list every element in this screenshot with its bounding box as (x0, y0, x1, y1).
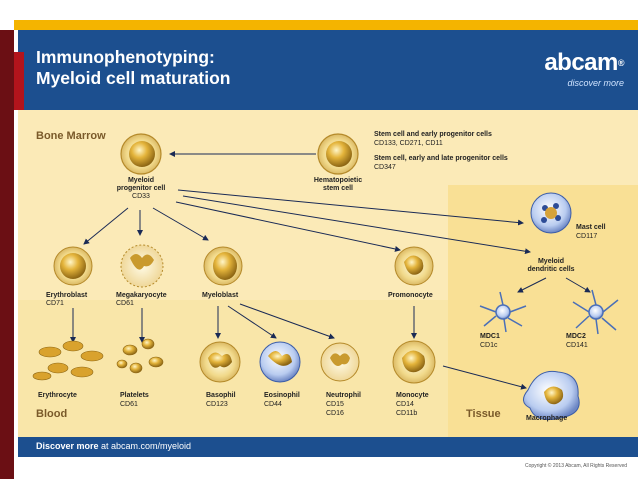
neutrophil-marker-1: CD15 (326, 401, 344, 408)
mast-cell-icon (530, 192, 572, 234)
diagram-footer: Discover more at abcam.com/myeloid (18, 437, 638, 457)
mdc1-name: MDC1 (480, 333, 500, 340)
stem-markers-values-2: CD347 (374, 164, 396, 171)
brand-tagline: discover more (567, 78, 624, 88)
arrow-progenitor-to-erythroblast (83, 207, 129, 245)
eosinophil-marker: CD44 (264, 401, 282, 408)
arrow-progenitor-to-dendritic (182, 195, 531, 255)
maturation-arrows (70, 151, 591, 390)
mdc2-icon (572, 289, 619, 335)
arrow-myeloblast-to-eosinophil (227, 305, 277, 339)
region-label-bone-marrow: Bone Marrow (36, 130, 106, 142)
abcam-logo: abcam® (544, 50, 624, 76)
progenitor-marker: CD33 (132, 193, 150, 200)
promonocyte-icon (394, 246, 434, 286)
monocyte-icon (392, 340, 436, 384)
eosinophil-name: Eosinophil (264, 392, 300, 399)
diagram-header: Immunophenotyping: Myeloid cell maturati… (18, 30, 638, 110)
arrow-progenitor-to-myeloblast (152, 207, 209, 241)
mast-cell-marker: CD117 (576, 233, 598, 240)
erythrocyte-icon (32, 340, 104, 381)
brand-registered-mark: ® (617, 58, 625, 68)
dc-name-line-1: Myeloid (537, 258, 565, 265)
myeloid-progenitor-label: Myeloid progenitor cell CD33 (109, 177, 173, 201)
neutrophil-name: Neutrophil (326, 392, 361, 399)
stem-markers-title-1: Stem cell and early progenitor cells (374, 131, 492, 138)
mdc1-icon (479, 291, 527, 333)
title-line-2: Myeloid cell maturation (36, 68, 231, 88)
hsc-label: Hematopoietic stem cell (308, 177, 368, 193)
hematopoietic-stem-cell-icon (317, 133, 359, 175)
progenitor-name-line-2: progenitor cell (116, 185, 166, 192)
myeloid-dc-label: Myeloid dendritic cells (518, 258, 584, 274)
basophil-name: Basophil (206, 392, 236, 399)
stem-markers-title-2: Stem cell, early and late progenitor cel… (374, 155, 508, 162)
copyright-text: Copyright © 2013 Abcam, All Rights Reser… (525, 463, 628, 469)
megakaryocyte-icon (120, 244, 164, 288)
footer-link[interactable]: Discover more at abcam.com/myeloid (36, 441, 191, 451)
platelets-name: Platelets (120, 392, 149, 399)
slide-accent-mark (14, 52, 24, 110)
erythroblast-marker: CD71 (46, 300, 64, 307)
basophil-icon (199, 341, 241, 383)
neutrophil-marker-2: CD16 (326, 410, 344, 417)
platelets-marker: CD61 (120, 401, 138, 408)
basophil-marker: CD123 (206, 401, 228, 408)
erythroblast-name: Erythroblast (46, 292, 88, 299)
hsc-name-line-1: Hematopoietic (313, 177, 363, 184)
myeloblast-icon (203, 246, 243, 286)
arrow-myeloblast-to-neutrophil (239, 303, 335, 340)
mdc1-marker: CD1c (480, 342, 498, 349)
monocyte-name: Monocyte (396, 392, 429, 399)
erythrocyte-name: Erythrocyte (38, 392, 77, 399)
stem-markers-values-1: CD133, CD271, CD11 (374, 140, 443, 147)
monocyte-marker-1: CD14 (396, 401, 414, 408)
diagram-title: Immunophenotyping: Myeloid cell maturati… (36, 47, 230, 89)
hsc-name-line-2: stem cell (323, 185, 353, 192)
dc-name-line-2: dendritic cells (527, 266, 575, 273)
monocyte-marker-2: CD11b (396, 410, 418, 417)
progenitor-name-line-1: Myeloid (127, 177, 155, 184)
slide-left-bar (0, 30, 14, 479)
myeloid-progenitor-cell-icon (120, 133, 162, 175)
region-label-blood: Blood (36, 408, 68, 420)
arrow-progenitor-to-promonocyte (175, 201, 401, 252)
megakaryocyte-name: Megakaryocyte (116, 292, 167, 299)
slide-top-bar (14, 20, 638, 30)
macrophage-icon (523, 370, 580, 421)
footer-suffix: at abcam.com/myeloid (98, 441, 192, 451)
neutrophil-icon (320, 342, 360, 382)
myeloblast-name: Myeloblast (202, 292, 239, 299)
title-line-1: Immunophenotyping: (36, 47, 215, 67)
brand-name: abcam (544, 49, 618, 76)
arrow-dc-to-mdc1 (517, 277, 547, 293)
arrow-monocyte-to-macrophage (442, 365, 527, 390)
megakaryocyte-marker: CD61 (116, 300, 134, 307)
macrophage-name: Macrophage (526, 415, 568, 422)
diagram-slide: Immunophenotyping: Myeloid cell maturati… (18, 30, 638, 457)
footer-prefix: Discover more (36, 441, 99, 451)
region-label-tissue: Tissue (466, 408, 501, 420)
promonocyte-name: Promonocyte (388, 292, 433, 299)
mdc2-marker: CD141 (566, 342, 588, 349)
erythroblast-icon (53, 246, 93, 286)
arrow-dc-to-mdc2 (565, 277, 591, 293)
maturation-diagram (18, 133, 638, 437)
platelets-icon (116, 338, 164, 374)
mast-cell-name: Mast cell (576, 224, 606, 231)
eosinophil-icon (259, 341, 301, 383)
mdc2-name: MDC2 (566, 333, 586, 340)
arrow-progenitor-to-mast-cell (177, 189, 524, 226)
